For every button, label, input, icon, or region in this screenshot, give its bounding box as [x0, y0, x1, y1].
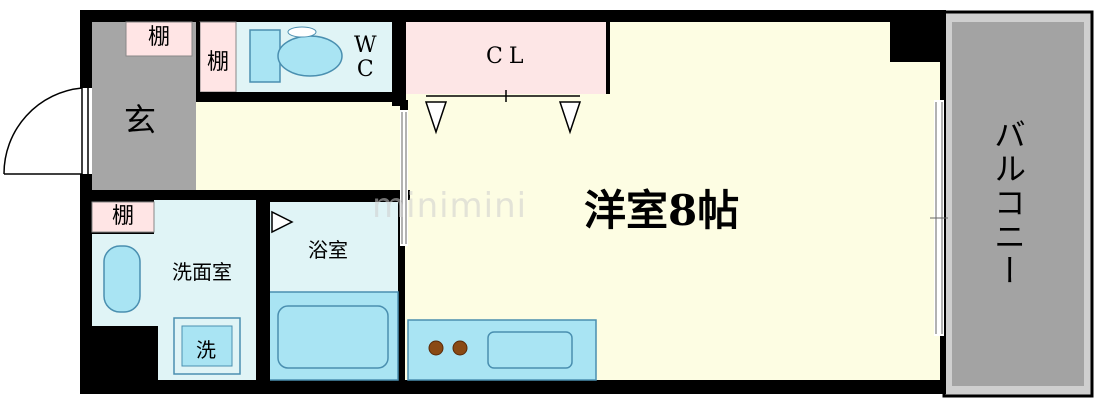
entrance-shelf	[125, 21, 193, 57]
wc-shelf	[199, 21, 237, 93]
shelf-label-washroom: 棚	[112, 204, 135, 229]
toilet-fixture	[249, 26, 343, 83]
wc-label: W C	[354, 33, 377, 83]
closet-label: CL	[486, 44, 530, 69]
western-room-label: 洋室8帖	[584, 186, 740, 235]
entrance-label: 玄	[124, 101, 157, 139]
closet	[406, 22, 606, 94]
stove-burner	[452, 340, 468, 356]
washroom-label: 洗面室	[172, 260, 232, 284]
hallway-floor	[196, 102, 410, 190]
bath-door-marker	[271, 210, 294, 234]
washroom-shelf	[91, 201, 155, 233]
washer-inner	[181, 325, 233, 367]
washbasin	[103, 245, 141, 313]
balcony-floor	[952, 22, 1084, 386]
corner-pillar	[890, 22, 940, 62]
entrance-door-gap	[80, 88, 92, 174]
stove-burner	[428, 340, 444, 356]
balcony-label: バルコニー	[989, 118, 1027, 288]
entrance-door-swing	[3, 87, 89, 175]
kitchen-sink	[487, 331, 573, 369]
washer-label: 洗	[196, 338, 216, 362]
watermark: minimini	[372, 186, 528, 226]
closet-doors	[424, 90, 582, 135]
bathtub	[277, 305, 389, 369]
bathroom-label: 浴室	[308, 238, 348, 262]
room-door-rail	[400, 110, 408, 246]
shelf-label-entrance: 棚	[148, 25, 171, 50]
shelf-label-wc: 棚	[207, 50, 230, 75]
